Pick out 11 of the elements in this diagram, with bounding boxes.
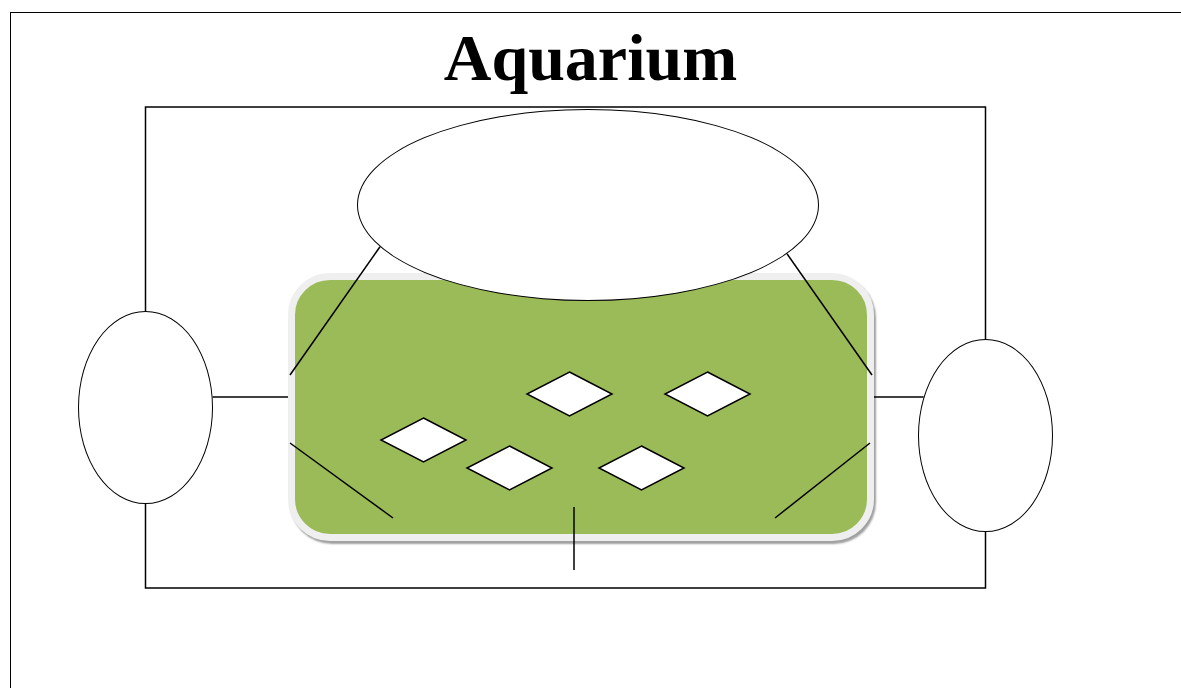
aquarium-tank (288, 273, 874, 541)
diamond-shape (380, 417, 467, 463)
connector-line (211, 396, 289, 398)
diamond-shape (526, 371, 613, 417)
diamond-shape (598, 445, 685, 491)
diamond-shape (664, 371, 751, 417)
connector-line (873, 396, 925, 398)
connector-line (144, 106, 987, 340)
connector-line (144, 503, 987, 589)
diamond-shape (466, 445, 553, 491)
title: Aquarium (442, 20, 739, 96)
